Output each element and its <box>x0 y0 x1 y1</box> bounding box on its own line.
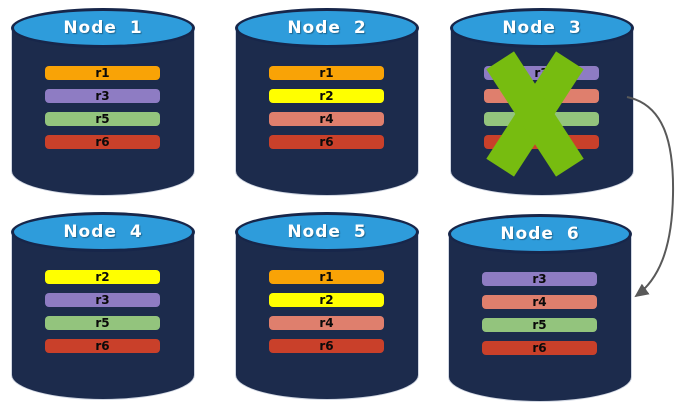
cylinder-body <box>12 232 194 399</box>
replica-bar: r6 <box>45 339 160 353</box>
replica-label: r4 <box>319 112 334 126</box>
node-3-cylinder: Node 3 r3 <box>450 8 634 196</box>
replica-bar: r5 <box>45 112 160 126</box>
replica-label: r3 <box>95 89 110 103</box>
replica-bar: r2 <box>45 270 160 284</box>
cylinder-top: Node 2 <box>235 8 419 48</box>
replica-label: r2 <box>95 270 110 284</box>
node-title: Node 4 <box>63 222 143 242</box>
replica-bar: r6 <box>482 341 597 355</box>
cylinder-body <box>236 232 418 399</box>
replica-label: r3 <box>95 293 110 307</box>
replica-label: r1 <box>319 66 334 80</box>
replica-label: r2 <box>319 89 334 103</box>
node-title: Node 2 <box>287 18 367 38</box>
replica-bar: r2 <box>269 89 384 103</box>
node-title: Node 3 <box>502 18 582 38</box>
replica-bar: r6 <box>269 339 384 353</box>
node-title: Node 5 <box>287 222 367 242</box>
cylinder-body <box>12 28 194 195</box>
replica-bar: r2 <box>269 293 384 307</box>
cylinder-top: Node 3 <box>450 8 634 48</box>
node-5-cylinder: Node 5 r1 r2 r4 r6 <box>235 212 419 400</box>
replica-bar: r3 <box>45 293 160 307</box>
node-2-cylinder: Node 2 r1 r2 r4 r6 <box>235 8 419 196</box>
replica-label: r1 <box>95 66 110 80</box>
cylinder-body <box>449 234 631 401</box>
replica-bar: r1 <box>45 66 160 80</box>
replica-bar: r4 <box>482 295 597 309</box>
replica-label: r2 <box>319 293 334 307</box>
replica-label: r6 <box>319 135 334 149</box>
replica-label: r3 <box>532 272 547 286</box>
replica-bar: r1 <box>269 270 384 284</box>
failure-x-icon <box>486 51 584 177</box>
node-title: Node 6 <box>500 224 580 244</box>
cylinder-top: Node 6 <box>448 214 632 254</box>
cylinder-top: Node 4 <box>11 212 195 252</box>
node-6-cylinder: Node 6 r3 r4 r5 r6 <box>448 214 632 402</box>
replica-label: r6 <box>532 341 547 355</box>
replica-bar: r1 <box>269 66 384 80</box>
replica-label: r1 <box>319 270 334 284</box>
replica-bar: r5 <box>45 316 160 330</box>
node-1-cylinder: Node 1 r1 r3 r5 r6 <box>11 8 195 196</box>
replica-label: r6 <box>95 135 110 149</box>
cylinder-top: Node 5 <box>235 212 419 252</box>
replica-bar: r4 <box>269 112 384 126</box>
replica-label: r5 <box>95 112 110 126</box>
replica-bar: r3 <box>482 272 597 286</box>
replica-label: r5 <box>95 316 110 330</box>
replica-label: r6 <box>319 339 334 353</box>
cylinder-top: Node 1 <box>11 8 195 48</box>
replica-label: r4 <box>319 316 334 330</box>
replica-label: r6 <box>95 339 110 353</box>
node-title: Node 1 <box>63 18 143 38</box>
replica-label: r5 <box>532 318 547 332</box>
replica-bar: r3 <box>45 89 160 103</box>
replica-label: r4 <box>532 295 547 309</box>
cylinder-body <box>236 28 418 195</box>
replica-bar: r4 <box>269 316 384 330</box>
replica-bar: r6 <box>45 135 160 149</box>
replica-bar: r5 <box>482 318 597 332</box>
replica-bar: r6 <box>269 135 384 149</box>
node-4-cylinder: Node 4 r2 r3 r5 r6 <box>11 212 195 400</box>
